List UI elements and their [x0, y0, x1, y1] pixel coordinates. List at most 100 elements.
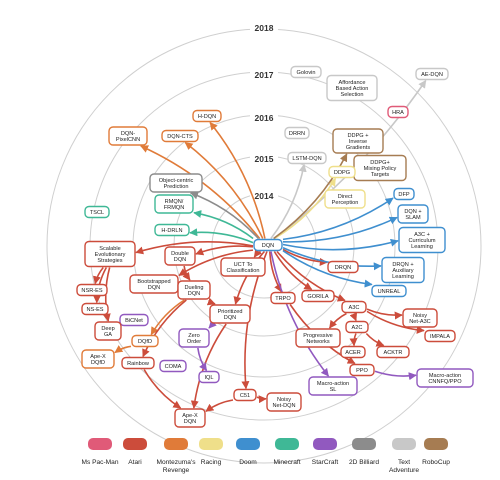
node-hra: HRA — [387, 105, 409, 119]
node-label: AE-DQN — [421, 72, 443, 78]
legend-label: StarCraft — [312, 459, 339, 466]
edge-c51-to-noisydqn — [256, 395, 267, 404]
legend-swatch-robocup — [424, 438, 448, 450]
node-label: Curriculum — [408, 238, 435, 244]
legend-label: RoboCup — [422, 459, 450, 466]
node-box — [149, 173, 203, 193]
node-label: DQN — [262, 243, 274, 249]
node-box — [177, 280, 211, 300]
node-label: Rainbow — [127, 361, 150, 367]
node-label: Evolutionary — [95, 252, 126, 258]
node-lstmdqn: LSTM-DQN — [287, 151, 327, 165]
node-label: Networks — [306, 339, 330, 345]
legend-label: Text — [398, 459, 410, 466]
edge-dqn-to-a3c — [276, 250, 346, 302]
node-label: DQN — [224, 315, 236, 321]
node-tscl: TSCL — [84, 205, 110, 219]
node-label: TSCL — [90, 210, 104, 216]
node-box — [76, 283, 108, 297]
node-box — [81, 349, 115, 369]
node-label: Noisy — [413, 313, 427, 319]
node-box — [371, 284, 407, 298]
legend-label: Atari — [128, 459, 142, 466]
legend-swatch-doom — [236, 438, 260, 450]
node-gorila: GORILA — [301, 289, 335, 303]
node-box — [424, 329, 456, 343]
node-label: H-DQN — [198, 114, 216, 120]
node-acer: ACER — [340, 345, 366, 359]
node-a3c: A3C — [341, 300, 367, 314]
edge-dqn-to-ddpg — [274, 177, 337, 240]
edge-dqn-to-unreal — [282, 250, 373, 288]
legend-label: 2D Billiard — [349, 459, 379, 466]
edge-dqn-to-drqn — [282, 248, 328, 266]
node-label: DQfD — [138, 339, 152, 345]
node-dqnslam: DQN +SLAM — [397, 204, 429, 224]
edge-dqn-to-lstmdqn — [270, 163, 307, 239]
node-label: Dueling — [185, 285, 204, 291]
node-impala: IMPALA — [424, 329, 456, 343]
node-ppo: PPO — [349, 363, 375, 377]
node-label: BiCNet — [125, 318, 143, 324]
node-drrn: DRRN — [284, 126, 310, 140]
node-acktr: ACKTR — [376, 345, 410, 359]
node-box — [381, 256, 425, 284]
node-label: GA — [104, 332, 112, 338]
edge-dqn-to-hdqn — [209, 121, 266, 239]
node-label: Selection — [340, 92, 363, 98]
legend-label: Montezuma's — [156, 459, 196, 466]
node-label: DRRN — [289, 131, 305, 137]
node-box — [159, 359, 187, 373]
node-box — [164, 246, 196, 266]
node-label: Scalable — [99, 246, 120, 252]
edge-dqn-to-dqnslam — [282, 216, 398, 243]
node-label: Ape-X — [182, 413, 198, 419]
edge-dqn-to-rmqn — [193, 210, 254, 240]
edge-a2c-to-acer — [349, 333, 358, 347]
legend-swatch-text_adventure — [392, 438, 416, 450]
node-label: Double — [171, 251, 189, 257]
year-label: 2015 — [255, 154, 274, 164]
node-box — [324, 189, 366, 209]
node-box — [416, 368, 474, 388]
node-box — [345, 320, 369, 334]
legend-swatch-ms_pacman — [88, 438, 112, 450]
node-box — [131, 334, 159, 348]
node-label: Inverse — [349, 139, 367, 145]
year-label: 2018 — [255, 23, 274, 33]
node-drqn: DRQN — [327, 260, 359, 274]
edge-rainbow-to-apexdqn — [143, 369, 182, 409]
node-label: NS-ES — [86, 307, 103, 313]
year-label-bg — [250, 113, 278, 123]
legend-swatch-racing — [199, 438, 223, 450]
edge-zeroorder-to-iql — [197, 347, 208, 372]
node-label: SL — [330, 387, 337, 393]
edge-a3c-to-a2c — [349, 312, 358, 322]
edge-dqn-to-gorila — [273, 251, 313, 291]
node-golovin: Golovin — [290, 65, 322, 79]
node-dqn: DQN — [253, 238, 283, 252]
node-label: UCT To — [234, 262, 253, 268]
edge-dqn-to-scalable — [135, 240, 254, 255]
edge-dqn-to-trpo — [269, 251, 282, 293]
edge-a3c-to-impala — [366, 310, 425, 334]
node-label: Progressive — [303, 333, 333, 339]
node-box — [398, 226, 446, 254]
node-label: DQN — [174, 257, 186, 263]
edge-duelingdqn-to-dqfd — [150, 299, 185, 336]
node-box — [220, 257, 266, 277]
node-label: DQN + — [404, 209, 421, 215]
node-label: Ape-X — [90, 354, 106, 360]
edge-dqn-to-dqncts — [184, 141, 264, 239]
edge-dqn-to-uct — [253, 248, 262, 258]
node-label: Deep — [101, 326, 114, 332]
node-box — [209, 304, 251, 324]
